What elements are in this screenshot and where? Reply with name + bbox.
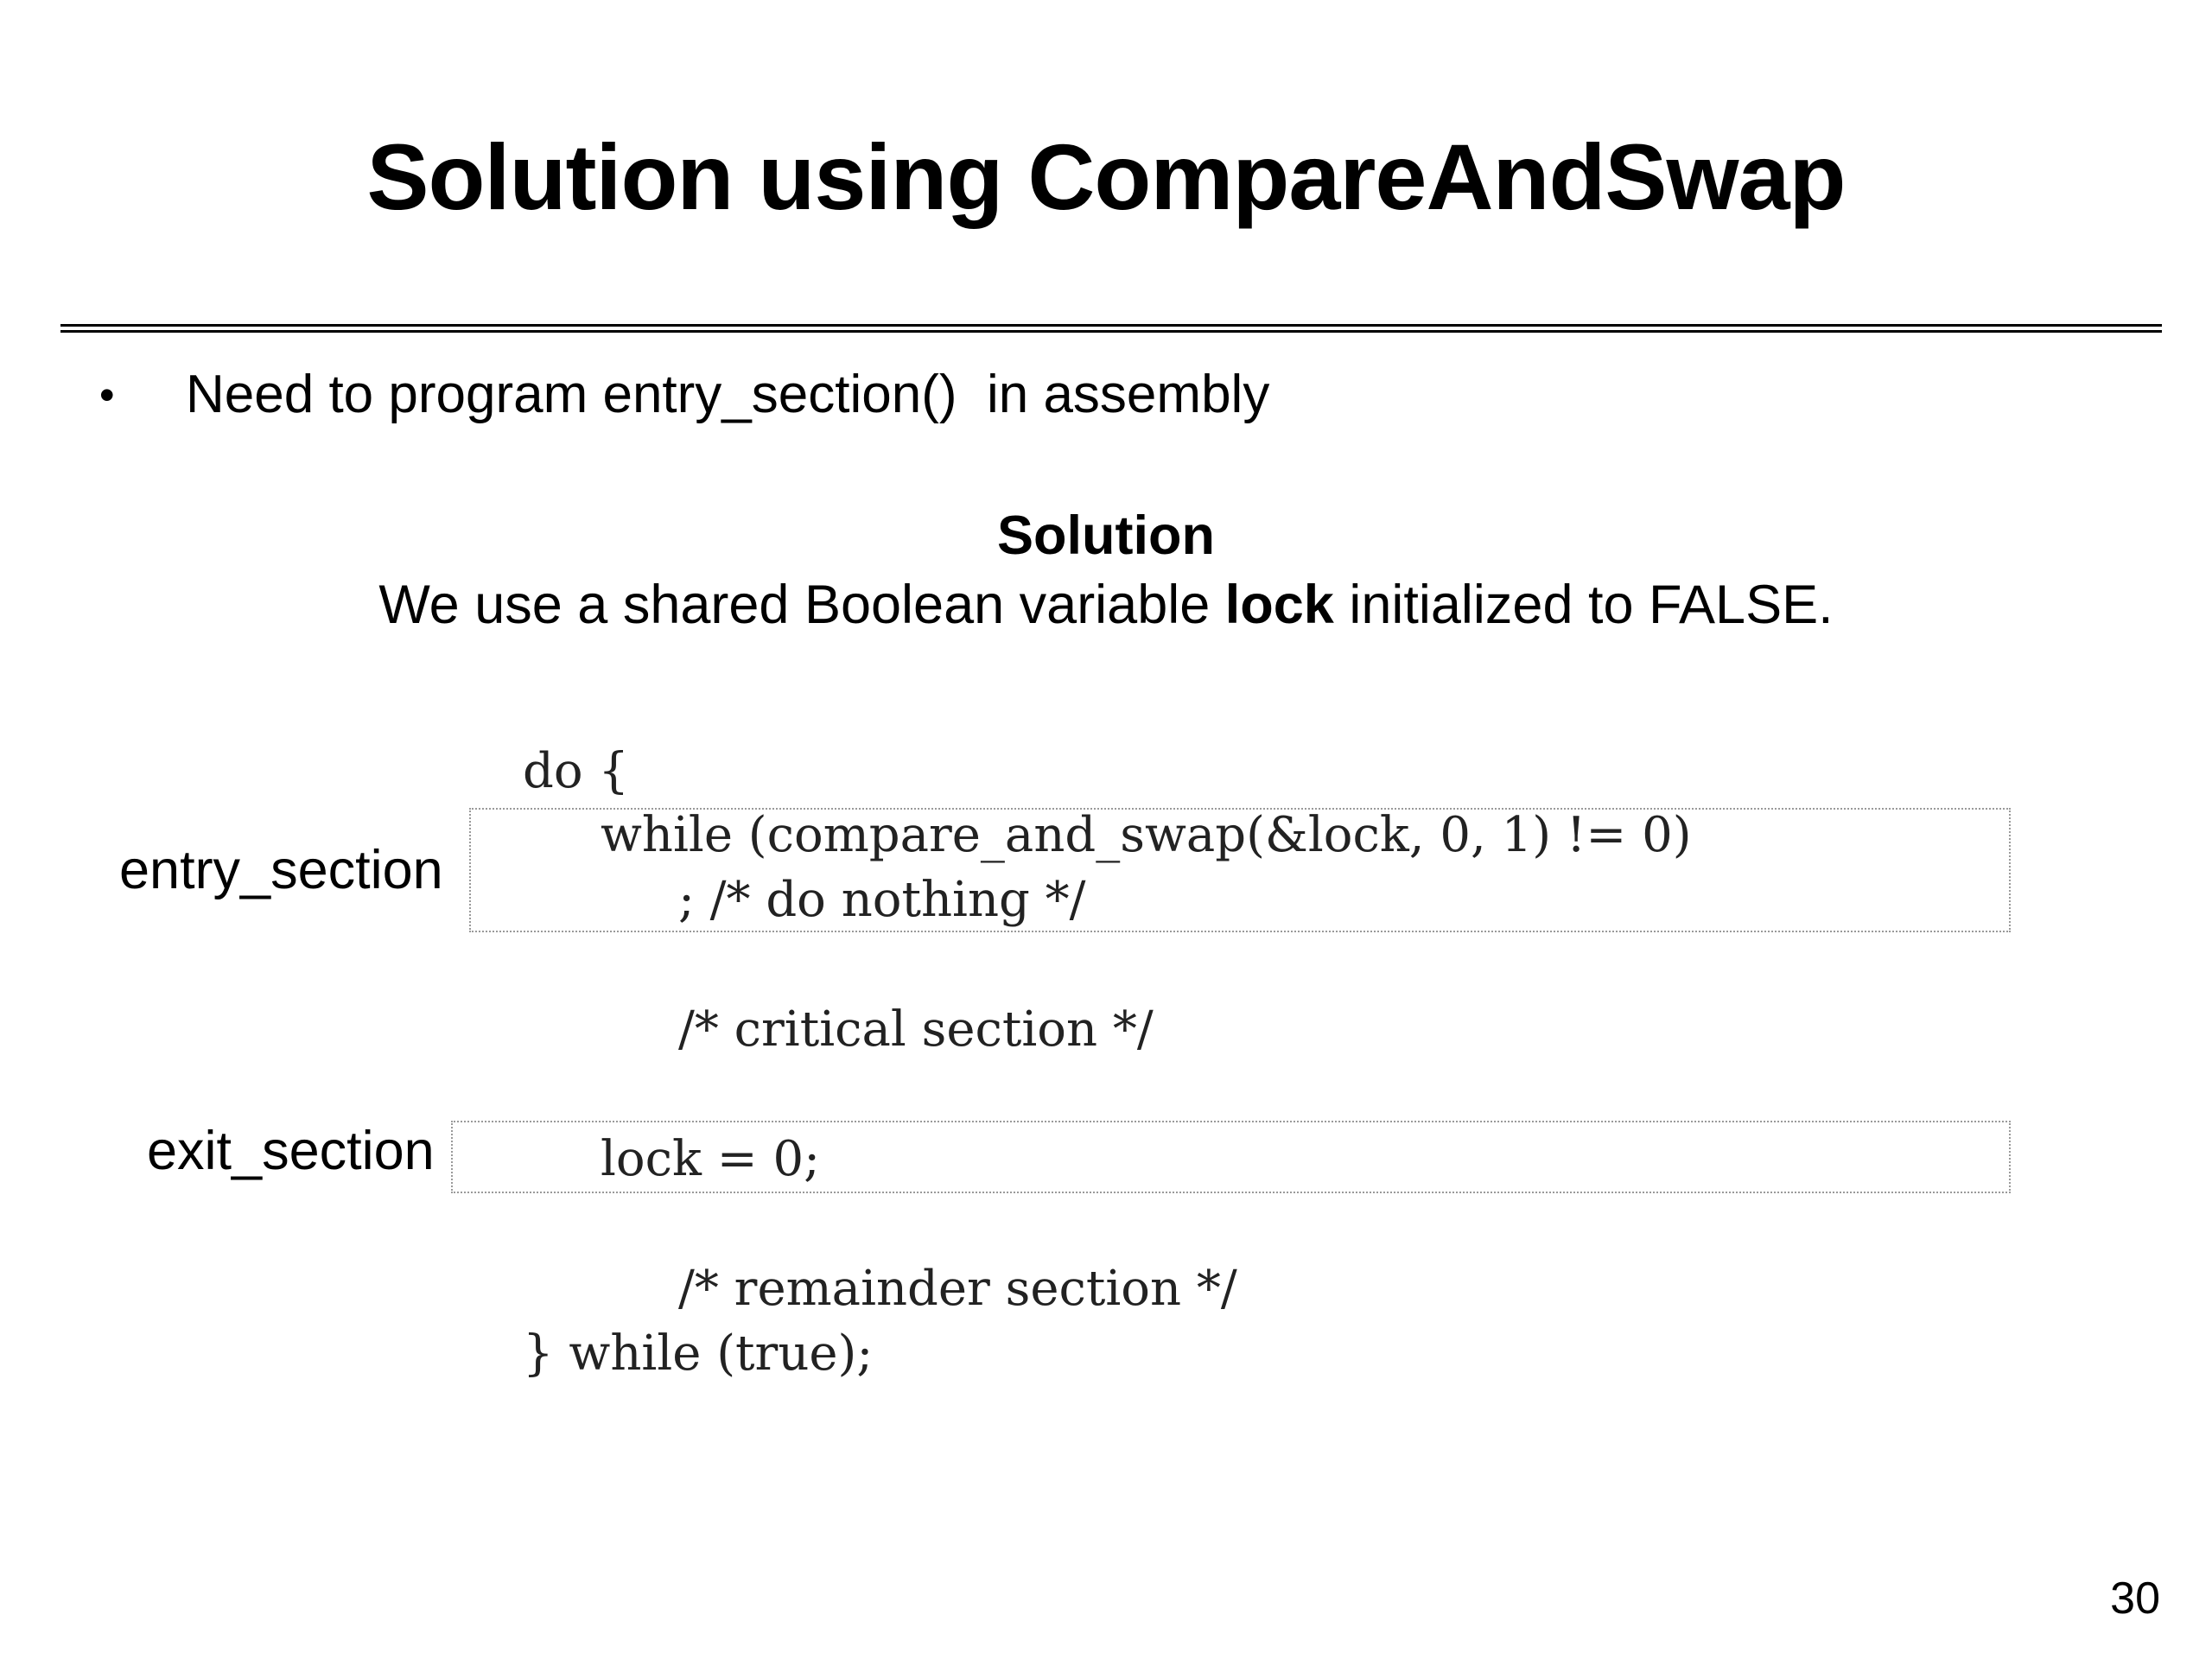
solution-desc-bold: lock [1224,575,1334,635]
code-line-release-lock: lock = 0; [601,1131,820,1187]
bullet-text: Need to program entry_section() in assem… [186,365,1270,424]
code-line-while-true: } while (true); [523,1325,874,1382]
solution-description: We use a shared Boolean variable lock in… [0,570,2212,639]
slide-title: Solution using CompareAndSwap [366,124,1846,229]
title-divider [60,324,2162,333]
bullet-marker: • [99,371,115,419]
code-line-critical-section: /* critical section */ [678,1001,1154,1058]
entry-section-box [469,808,2011,932]
entry-section-label: entry_section [119,840,443,900]
code-line-do: do { [523,743,629,799]
solution-desc-before: We use a shared Boolean variable [378,575,1225,635]
code-line-while-cas: while (compare_and_swap(&lock, 0, 1) != … [601,807,1692,863]
solution-heading: Solution [997,505,1215,566]
exit-section-label: exit_section [147,1121,435,1181]
solution-desc-after: initialized to FALSE. [1333,575,1834,635]
code-line-do-nothing: ; /* do nothing */ [678,872,1086,928]
code-line-remainder-section: /* remainder section */ [678,1261,1237,1317]
exit-section-box [451,1121,2011,1193]
page-number: 30 [2110,1573,2160,1624]
